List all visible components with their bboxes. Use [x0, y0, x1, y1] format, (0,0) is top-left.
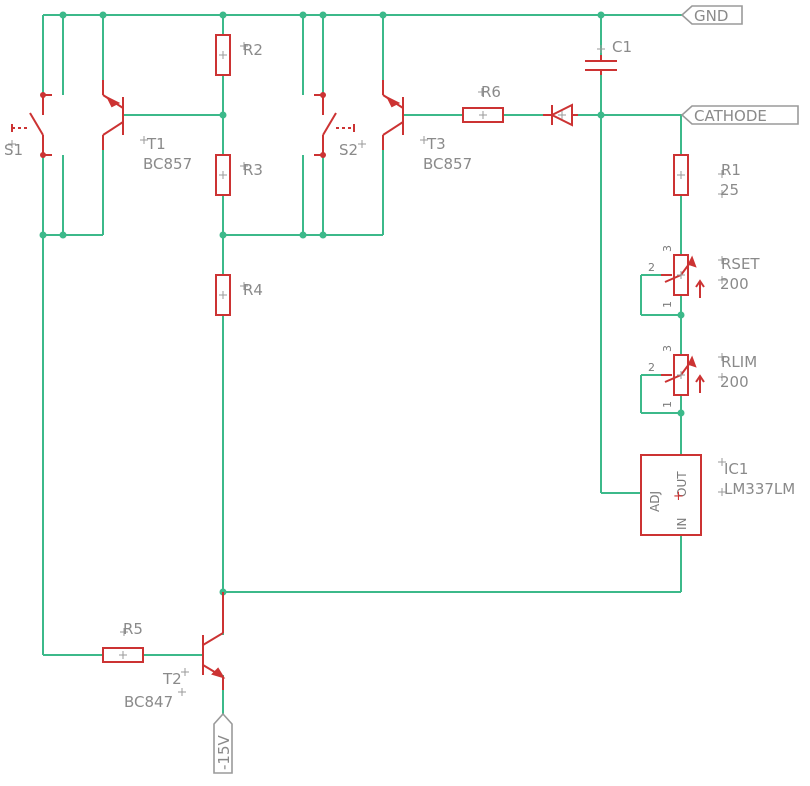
svg-text:1: 1 [661, 301, 674, 308]
t3-name: T3 [426, 135, 446, 153]
switch-s1: S1 [4, 92, 52, 159]
svg-text:-15V: -15V [215, 735, 233, 770]
r6-name: R6 [481, 83, 501, 101]
t1-name: T1 [146, 135, 166, 153]
r1-value: 25 [720, 181, 739, 199]
rset-name: RSET [721, 255, 760, 273]
resistor-r3: R3 [215, 154, 263, 196]
s1-name: S1 [4, 141, 23, 159]
rlim-name: RLIM [721, 353, 757, 371]
transistor-t3: T3 BC857 [382, 80, 472, 173]
r4-name: R4 [243, 281, 263, 299]
cathode-label: CATHODE [680, 105, 799, 125]
svg-text:OUT: OUT [675, 471, 689, 497]
gnd-label: GND [680, 5, 743, 25]
resistor-r6: R6 [462, 83, 504, 123]
resistor-r4: R4 [215, 274, 263, 316]
wires [42, 14, 682, 715]
r5-name: R5 [123, 620, 143, 638]
resistor-r2: R2 [215, 34, 263, 76]
svg-text:ADJ: ADJ [648, 491, 662, 512]
r3-name: R3 [243, 161, 263, 179]
transistor-t1: T1 BC857 [102, 80, 192, 173]
ic1-name: IC1 [724, 460, 748, 478]
transistor-t2: T2 BC847 [124, 592, 226, 711]
switch-s2: S2 [314, 92, 366, 159]
potentiometer-rset: 3 2 1 RSET 200 [648, 245, 760, 308]
vneg-label: -15V [213, 712, 233, 774]
junctions [39, 11, 685, 596]
ic1-value: LM337LM [724, 480, 795, 498]
rset-value: 200 [720, 275, 749, 293]
s2-name: S2 [339, 141, 358, 159]
c1-name: C1 [612, 38, 632, 56]
regulator-ic1: ADJ OUT IN + IC1 LM337LM [640, 454, 795, 536]
svg-text:3: 3 [661, 245, 674, 252]
r2-name: R2 [243, 41, 263, 59]
capacitor-c1: C1 [585, 38, 632, 75]
diode [543, 103, 578, 127]
svg-text:+: + [673, 489, 684, 504]
svg-text:CATHODE: CATHODE [694, 107, 767, 125]
r1-name: R1 [721, 161, 741, 179]
t1-value: BC857 [143, 155, 192, 173]
t3-value: BC857 [423, 155, 472, 173]
svg-text:2: 2 [648, 261, 655, 274]
resistor-r5: R5 [102, 620, 144, 663]
t2-value: BC847 [124, 693, 173, 711]
svg-text:IN: IN [675, 517, 689, 530]
rlim-value: 200 [720, 373, 749, 391]
resistor-r1: R1 25 [673, 154, 741, 199]
svg-text:1: 1 [661, 401, 674, 408]
svg-text:2: 2 [648, 361, 655, 374]
t2-name: T2 [162, 670, 182, 688]
svg-text:GND: GND [694, 7, 728, 25]
svg-text:3: 3 [661, 345, 674, 352]
potentiometer-rlim: 3 2 1 RLIM 200 [648, 345, 757, 408]
